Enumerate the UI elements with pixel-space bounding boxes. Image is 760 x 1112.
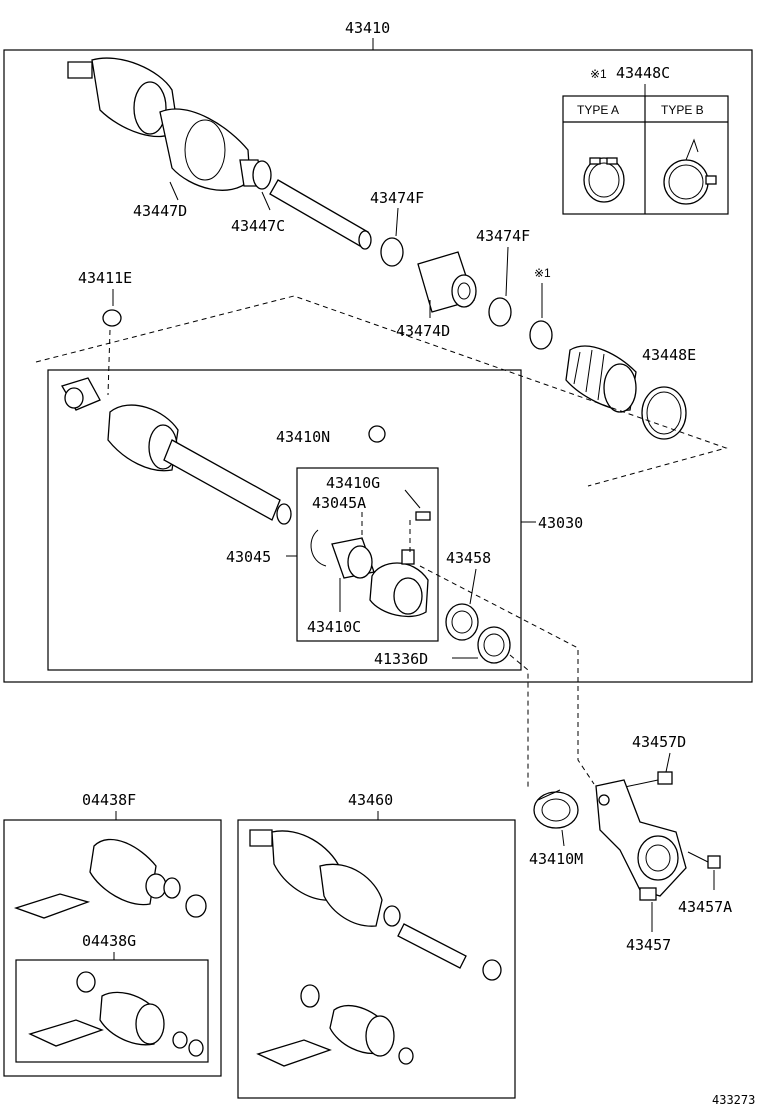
bearing-43410C <box>331 537 375 579</box>
frame-43030 <box>47 369 522 671</box>
frame-43045 <box>296 467 439 642</box>
boot-kit-04438G <box>28 971 204 1057</box>
note-1: ※1 <box>534 266 551 280</box>
bolt-43457D <box>619 771 673 789</box>
seal-43458 <box>445 603 479 641</box>
ring-43410N <box>368 425 386 443</box>
outboard-joint-shaft <box>67 57 372 250</box>
boot-43448E <box>565 345 637 413</box>
leader-43457D <box>665 752 671 773</box>
label-43457[interactable]: 43457 <box>626 936 671 954</box>
boot-kit-04438F <box>13 838 207 919</box>
ring-43411E <box>102 309 122 327</box>
clamp-43448E-inner <box>646 391 682 435</box>
label-43474D[interactable]: 43474D <box>396 322 450 340</box>
note-43448C-prefix: ※1 <box>590 67 607 81</box>
reference-number: 433273 <box>712 1093 755 1107</box>
label-43448E[interactable]: 43448E <box>642 346 696 364</box>
frame-43460 <box>237 819 516 1099</box>
label-43457A[interactable]: 43457A <box>678 898 732 916</box>
type-b-label: TYPE B <box>661 103 704 117</box>
label-41336D[interactable]: 41336D <box>374 650 428 668</box>
shaft-kit-43460 <box>249 829 502 1067</box>
dash-to-43457 <box>419 565 595 785</box>
bearing-43410M <box>533 789 579 829</box>
type-a-label: TYPE A <box>577 103 619 117</box>
clamp-type-a-icon <box>583 157 625 203</box>
clamp-43474F-2 <box>488 297 512 327</box>
label-43410C[interactable]: 43410C <box>307 618 361 636</box>
boot-43474D <box>417 251 477 313</box>
clamp-note-1 <box>529 320 553 350</box>
seal-43458-inner <box>451 610 473 634</box>
seal-41336D <box>477 626 511 664</box>
ring-43045A <box>310 529 327 567</box>
dash-to-43410M <box>509 654 529 790</box>
label-43447D[interactable]: 43447D <box>133 202 187 220</box>
leader-43447C <box>261 191 271 211</box>
bolt-43457A <box>687 851 721 869</box>
clamp-type-b-icon <box>663 138 717 205</box>
label-43474F-2[interactable]: 43474F <box>476 227 530 245</box>
label-43410G[interactable]: 43410G <box>326 474 380 492</box>
label-43411E[interactable]: 43411E <box>78 269 132 287</box>
leader-43458 <box>469 568 477 605</box>
label-43447C[interactable]: 43447C <box>231 217 285 235</box>
dash-43411E <box>107 329 111 396</box>
seal-41336D-inner <box>483 633 505 657</box>
leader-43410G <box>404 489 421 509</box>
label-43410[interactable]: 43410 <box>345 19 390 37</box>
leader-43474F-2 <box>505 246 509 297</box>
pin-43410G <box>415 511 431 521</box>
label-43457D[interactable]: 43457D <box>632 733 686 751</box>
label-43458[interactable]: 43458 <box>446 549 491 567</box>
leader-43474F-1 <box>395 207 399 237</box>
label-43410M[interactable]: 43410M <box>529 850 583 868</box>
frame-43410 <box>3 49 753 683</box>
label-43030[interactable]: 43030 <box>538 514 583 532</box>
label-43448C[interactable]: 43448C <box>616 64 670 82</box>
leader-43410M <box>561 829 565 847</box>
leader-43447D <box>169 181 179 201</box>
clamp-43448E <box>641 386 687 440</box>
dashed-plane-outline <box>35 295 728 487</box>
label-43474F-1[interactable]: 43474F <box>370 189 424 207</box>
bearing-bracket-43045 <box>369 549 429 618</box>
bracket-43457 <box>595 779 687 901</box>
label-43410N[interactable]: 43410N <box>276 428 330 446</box>
label-04438F[interactable]: 04438F <box>82 791 136 809</box>
label-43045[interactable]: 43045 <box>226 548 271 566</box>
label-43045A[interactable]: 43045A <box>312 494 366 512</box>
inboard-joint-shaft <box>61 377 292 525</box>
frame-04438G <box>15 959 209 1063</box>
frame-04438F <box>3 819 222 1077</box>
label-43460[interactable]: 43460 <box>348 791 393 809</box>
clamp-43474F-1 <box>380 237 404 267</box>
label-04438G[interactable]: 04438G <box>82 932 136 950</box>
